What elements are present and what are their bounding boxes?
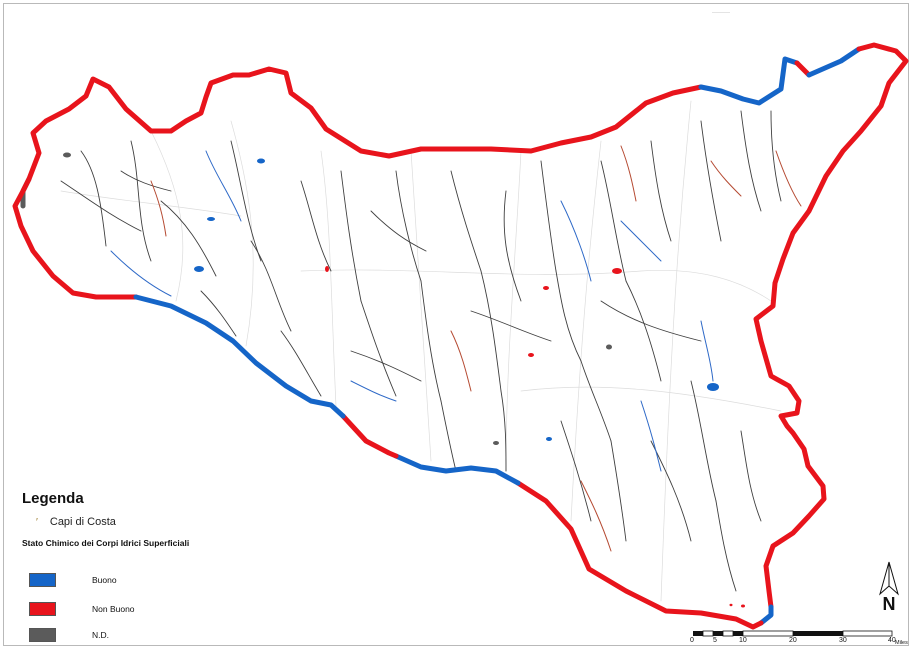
islet (741, 604, 745, 608)
reservoir-nd (606, 344, 612, 350)
legend-swatch-buono (29, 573, 56, 587)
coast-buono (758, 604, 774, 626)
north-arrow-icon (879, 561, 899, 596)
scale-bar: 0 5 10 20 30 40 Miles (689, 630, 909, 648)
scale-tick: 0 (690, 637, 694, 644)
coast-non-buono (515, 480, 764, 630)
coast-non-buono (340, 413, 399, 459)
coast-buono (393, 453, 521, 486)
map-frame: Legenda ′ Capi di Costa Stato Chimico dei… (3, 3, 909, 646)
islet (729, 603, 733, 607)
reservoirs (63, 152, 719, 445)
legend-swatch-non-buono (29, 602, 56, 616)
reservoir-buono (257, 158, 265, 164)
legend-label-nd: N.D. (92, 630, 109, 640)
corner-mark (712, 12, 730, 19)
basin-outlines (60, 100, 782, 602)
coast-buono (133, 294, 346, 419)
coast-non-buono (753, 42, 909, 610)
reservoir-buono (207, 217, 215, 221)
scale-tick: 40 (888, 637, 896, 644)
island-fill (15, 45, 906, 627)
reservoir-nd (493, 441, 499, 445)
legend-label-buono: Buono (92, 575, 117, 585)
coast-non-buono (794, 60, 812, 78)
scale-tick: 30 (839, 637, 847, 644)
scale-tick: 5 (713, 637, 717, 644)
stato-title: Stato Chimico dei Corpi Idrici Superfici… (22, 538, 190, 548)
rivers-buono (110, 150, 714, 592)
legend-title: Legenda (22, 490, 84, 507)
scale-tick: 10 (739, 637, 747, 644)
coast-buono (698, 56, 800, 106)
reservoir-non-buono (528, 353, 534, 357)
capi-label: Capi di Costa (49, 516, 116, 528)
legend-capi-row: ′ Capi di Costa (36, 516, 116, 528)
reservoir-non-buono (325, 266, 329, 272)
capi-icon: ′ (36, 517, 38, 528)
reservoir-nd (63, 152, 71, 158)
coast-buono (806, 46, 862, 78)
reservoir-buono (194, 266, 204, 272)
north-label: N (882, 594, 896, 614)
coast-non-buono (12, 66, 704, 300)
reservoir-non-buono (543, 286, 549, 290)
legend-label-non-buono: Non Buono (92, 604, 135, 614)
rivers (60, 110, 782, 592)
scale-unit: Miles (895, 640, 908, 646)
scale-tick: 20 (789, 637, 797, 644)
north-arrow: N (872, 560, 906, 622)
scale-bar-graphic (693, 630, 893, 637)
reservoir-buono (707, 383, 719, 391)
reservoir-non-buono (612, 268, 622, 274)
coastline (12, 42, 909, 630)
reservoir-buono (546, 437, 552, 441)
sicily-map (12, 42, 909, 630)
rivers-non-buono (150, 145, 802, 552)
river-network (60, 100, 802, 602)
legend-swatch-nd (29, 628, 56, 642)
